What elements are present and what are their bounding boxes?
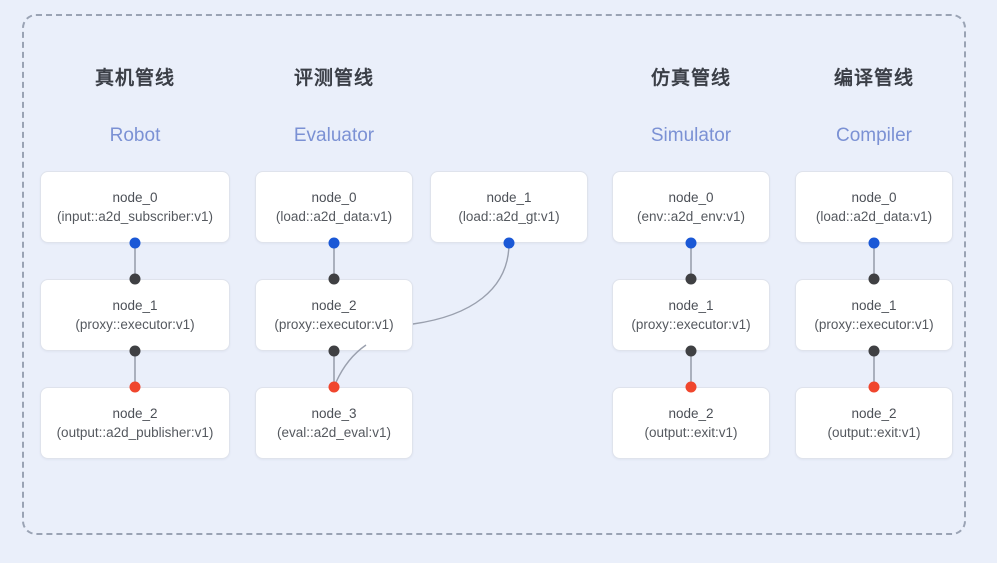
port-output-robot-1[interactable] xyxy=(129,345,141,357)
node-id: node_0 xyxy=(668,190,714,205)
node-robot-1[interactable]: node_1 (proxy::executor:v1) xyxy=(40,279,230,351)
node-compiler-2[interactable]: node_2 (output::exit:v1) xyxy=(795,387,953,459)
port-output-evaluator-0[interactable] xyxy=(328,237,340,249)
node-simulator-2[interactable]: node_2 (output::exit:v1) xyxy=(612,387,770,459)
node-simulator-1[interactable]: node_1 (proxy::executor:v1) xyxy=(612,279,770,351)
node-robot-0[interactable]: node_0 (input::a2d_subscriber:v1) xyxy=(40,171,230,243)
column-title-en-robot: Robot xyxy=(109,125,161,146)
port-input-compiler-2[interactable] xyxy=(868,381,880,393)
port-output-compiler-1[interactable] xyxy=(868,345,880,357)
column-title-cn-compiler: 编译管线 xyxy=(833,68,914,89)
node-id: node_3 xyxy=(311,406,357,421)
column-title-en-simulator: Simulator xyxy=(650,125,732,146)
column-title-en-compiler: Compiler xyxy=(835,125,913,146)
port-input-compiler-1[interactable] xyxy=(868,273,880,285)
port-output-compiler-0[interactable] xyxy=(868,237,880,249)
node-type: (eval::a2d_eval:v1) xyxy=(276,425,392,440)
node-robot-2[interactable]: node_2 (output::a2d_publisher:v1) xyxy=(40,387,230,459)
node-type: (load::a2d_data:v1) xyxy=(815,209,933,224)
node-type: (output::exit:v1) xyxy=(827,425,921,440)
port-input-evaluator-3[interactable] xyxy=(328,381,340,393)
node-compiler-1[interactable]: node_1 (proxy::executor:v1) xyxy=(795,279,953,351)
node-id: node_0 xyxy=(311,190,357,205)
node-evaluator-1[interactable]: node_1 (load::a2d_gt:v1) xyxy=(430,171,588,243)
node-type: (proxy::executor:v1) xyxy=(631,317,751,332)
node-type: (env::a2d_env:v1) xyxy=(636,209,746,224)
node-compiler-0[interactable]: node_0 (load::a2d_data:v1) xyxy=(795,171,953,243)
node-type: (input::a2d_subscriber:v1) xyxy=(56,209,214,224)
node-type: (proxy::executor:v1) xyxy=(75,317,195,332)
node-id: node_1 xyxy=(486,190,532,205)
node-evaluator-3[interactable]: node_3 (eval::a2d_eval:v1) xyxy=(255,387,413,459)
column-title-cn-robot: 真机管线 xyxy=(94,68,175,89)
node-id: node_1 xyxy=(851,298,897,313)
node-id: node_2 xyxy=(311,298,357,313)
node-type: (proxy::executor:v1) xyxy=(814,317,934,332)
node-type: (output::a2d_publisher:v1) xyxy=(56,425,214,440)
node-id: node_1 xyxy=(112,298,158,313)
node-type: (load::a2d_data:v1) xyxy=(275,209,393,224)
port-output-simulator-0[interactable] xyxy=(685,237,697,249)
column-title-cn-evaluator: 评测管线 xyxy=(293,68,374,89)
port-output-simulator-1[interactable] xyxy=(685,345,697,357)
node-evaluator-2[interactable]: node_2 (proxy::executor:v1) xyxy=(255,279,413,351)
node-type: (load::a2d_gt:v1) xyxy=(458,209,560,224)
node-simulator-0[interactable]: node_0 (env::a2d_env:v1) xyxy=(612,171,770,243)
node-id: node_0 xyxy=(112,190,158,205)
port-input-simulator-1[interactable] xyxy=(685,273,697,285)
node-id: node_0 xyxy=(851,190,897,205)
node-type: (output::exit:v1) xyxy=(644,425,738,440)
port-input-evaluator-2[interactable] xyxy=(328,273,340,285)
port-input-robot-2[interactable] xyxy=(129,381,141,393)
node-id: node_2 xyxy=(668,406,714,421)
column-title-cn-simulator: 仿真管线 xyxy=(650,68,731,89)
port-output-evaluator-2[interactable] xyxy=(328,345,340,357)
port-output-robot-0[interactable] xyxy=(129,237,141,249)
node-evaluator-0[interactable]: node_0 (load::a2d_data:v1) xyxy=(255,171,413,243)
node-id: node_1 xyxy=(668,298,714,313)
column-title-en-evaluator: Evaluator xyxy=(293,125,375,146)
port-input-simulator-2[interactable] xyxy=(685,381,697,393)
node-type: (proxy::executor:v1) xyxy=(274,317,394,332)
port-output-evaluator-1[interactable] xyxy=(503,237,515,249)
node-id: node_2 xyxy=(851,406,897,421)
node-id: node_2 xyxy=(112,406,158,421)
port-input-robot-1[interactable] xyxy=(129,273,141,285)
